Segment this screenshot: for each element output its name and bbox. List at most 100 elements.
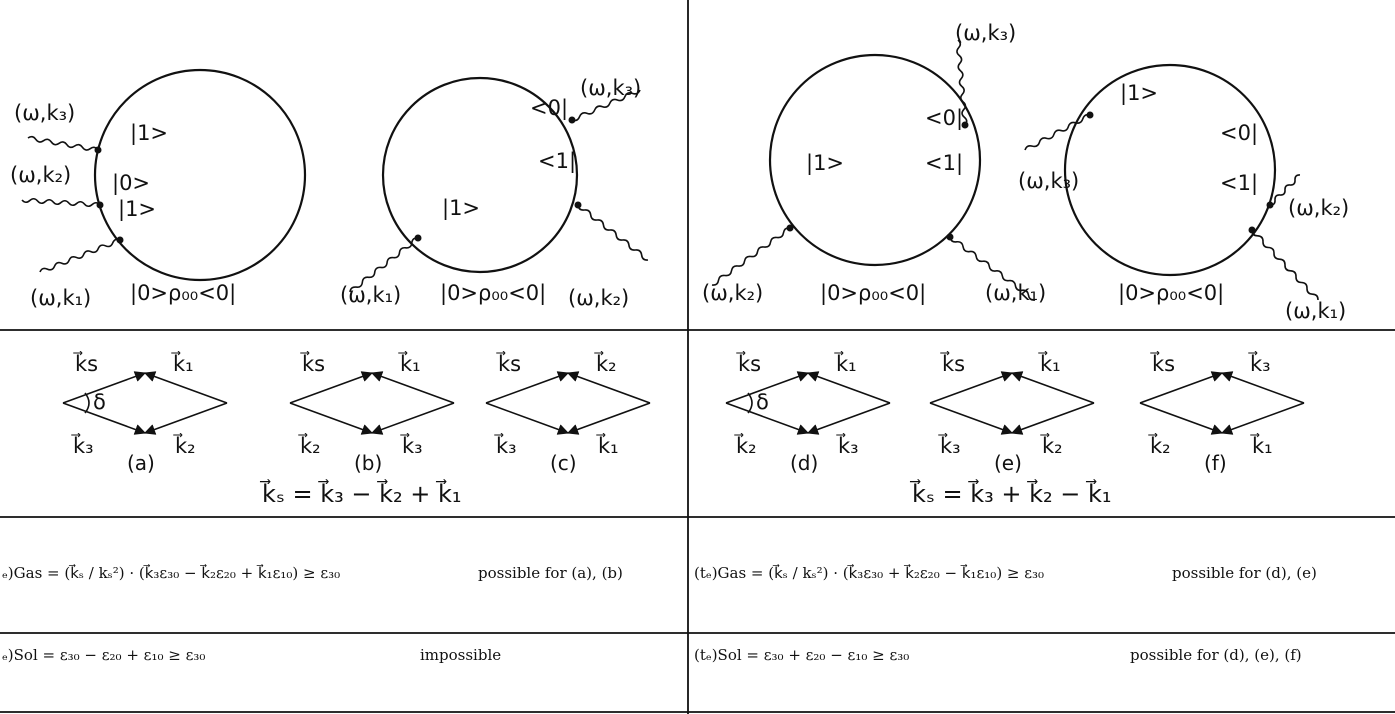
vector-label: k⃗₁: [398, 351, 420, 376]
vertex-dot: [1086, 111, 1094, 119]
density-matrix-label: |0>ρ₀₀<0|: [440, 281, 546, 306]
photon-line: [349, 237, 419, 293]
photon-line: [21, 197, 101, 208]
photon-label: (ω,k₂): [10, 163, 71, 187]
vector-bottom-left: [289, 402, 374, 435]
vertex-dot: [946, 233, 954, 241]
loop-diagram-d: (ω,k₃)(ω,k₂)(ω,k₁)|1><0|<1||0>ρ₀₀<0|: [1018, 63, 1349, 323]
vector-bottom-left: [1139, 402, 1224, 435]
vector-ks: [929, 371, 1014, 404]
angle-label: δ: [756, 390, 769, 414]
density-matrix-label: |0>ρ₀₀<0|: [1118, 281, 1224, 306]
vertex-dot: [414, 234, 422, 242]
panel-caption: (e): [994, 451, 1022, 475]
equation-left: k⃗ₛ = k⃗₃ − k⃗₂ + k⃗₁: [259, 479, 461, 508]
angle-label: δ: [93, 390, 106, 414]
vector-label: k⃗₃: [400, 433, 422, 458]
photon-label: (ω,k₁): [30, 286, 91, 310]
vector-ks: [289, 371, 374, 404]
vector-bottom-right: [143, 402, 228, 435]
vector-label: k⃗₁: [171, 351, 193, 376]
loop-diagram-b: (ω,k₃)(ω,k₂)(ω,k₁)<0|<1||1>|0>ρ₀₀<0|: [340, 76, 649, 310]
panel-caption: (d): [790, 451, 818, 475]
vector-bottom-right: [370, 402, 455, 435]
vector-label: k⃗₃: [836, 433, 858, 458]
photon-label: (ω,k₁): [985, 281, 1046, 305]
state-label: |1>: [806, 151, 844, 176]
vector-label: k⃗₁: [596, 433, 618, 458]
vector-label: k⃗s: [940, 351, 965, 376]
photon-line: [949, 236, 1036, 301]
density-matrix-label: |0>ρ₀₀<0|: [820, 281, 926, 306]
loop-diagram-c: (ω,k₃)(ω,k₁)(ω,k₂)<0|<1||1>|0>ρ₀₀<0|: [702, 21, 1046, 306]
vector-bottom-left: [929, 402, 1014, 435]
vector-top-right: [143, 371, 228, 404]
state-label: |1>: [1120, 81, 1158, 106]
vector-top-right: [1010, 371, 1095, 404]
vector-label: k⃗₃: [71, 433, 93, 458]
state-label: |1>: [130, 121, 168, 146]
density-matrix-label: |0>ρ₀₀<0|: [130, 281, 236, 306]
photon-label: (ω,k₃): [1018, 169, 1079, 193]
photon-line: [1269, 174, 1301, 206]
panel-caption: (a): [127, 451, 155, 475]
loop-diagram-a: (ω,k₃)(ω,k₂)(ω,k₁)|1>|0>|1>|0>ρ₀₀<0|: [10, 68, 307, 310]
sol-note-right: possible for (d), (e), (f): [1130, 646, 1302, 664]
loop-circle: [93, 68, 307, 282]
vector-top-right: [806, 371, 891, 404]
photon-line: [711, 227, 791, 286]
vector-ks: [1139, 371, 1224, 404]
panel-caption: (c): [550, 451, 577, 475]
photon-label: (ω,k₁): [1285, 299, 1346, 323]
vertex-dot: [574, 201, 582, 209]
vector-ks: [725, 371, 810, 404]
gas-note-right: possible for (d), (e): [1172, 564, 1317, 582]
vertex-dot: [1266, 201, 1274, 209]
vector-label: k⃗₁: [834, 351, 856, 376]
vertex-dot: [786, 224, 794, 232]
vector-bottom-left: [485, 402, 570, 435]
vector-top-right: [370, 371, 455, 404]
state-label: <1|: [925, 151, 963, 176]
vector-label: k⃗₂: [173, 433, 195, 458]
vertex-dot: [96, 201, 104, 209]
gas-note-left: possible for (a), (b): [478, 564, 623, 582]
vector-top-right: [1220, 371, 1305, 404]
vector-bottom-right: [566, 402, 651, 435]
vector-bottom-left: [725, 402, 810, 435]
vertex-dot: [116, 236, 124, 244]
vector-label: k⃗₂: [298, 433, 320, 458]
photon-label: (ω,k₂): [702, 281, 763, 305]
state-label: |1>: [118, 197, 156, 222]
vector-bottom-right: [806, 402, 891, 435]
photon-line: [27, 135, 99, 151]
photon-label: (ω,k₃): [14, 101, 75, 125]
state-label: |1>: [442, 196, 480, 221]
vector-label: k⃗s: [300, 351, 325, 376]
state-label: <0|: [530, 96, 568, 121]
equation-right: k⃗ₛ = k⃗₃ + k⃗₂ − k⃗₁: [909, 479, 1111, 508]
photon-line: [1024, 113, 1091, 151]
vector-label: k⃗₂: [1148, 433, 1170, 458]
photon-line: [39, 238, 121, 273]
vector-label: k⃗₃: [494, 433, 516, 458]
loop-circle: [1063, 63, 1277, 277]
angle-arc: [84, 392, 90, 414]
vertex-dot: [94, 146, 102, 154]
vector-label: k⃗₁: [1250, 433, 1272, 458]
vector-ks: [62, 371, 147, 404]
vector-label: k⃗₁: [1038, 351, 1060, 376]
photon-label: (ω,k₁): [340, 283, 401, 307]
photon-line: [1251, 229, 1319, 301]
sol-condition-right: (tₑ)Sol = ε₃₀ + ε₂₀ − ε₁₀ ≥ ε₃₀: [694, 646, 909, 664]
photon-line: [577, 204, 649, 261]
state-label: |0>: [112, 171, 150, 196]
vector-label: k⃗₃: [938, 433, 960, 458]
photon-label: (ω,k₂): [1288, 196, 1349, 220]
